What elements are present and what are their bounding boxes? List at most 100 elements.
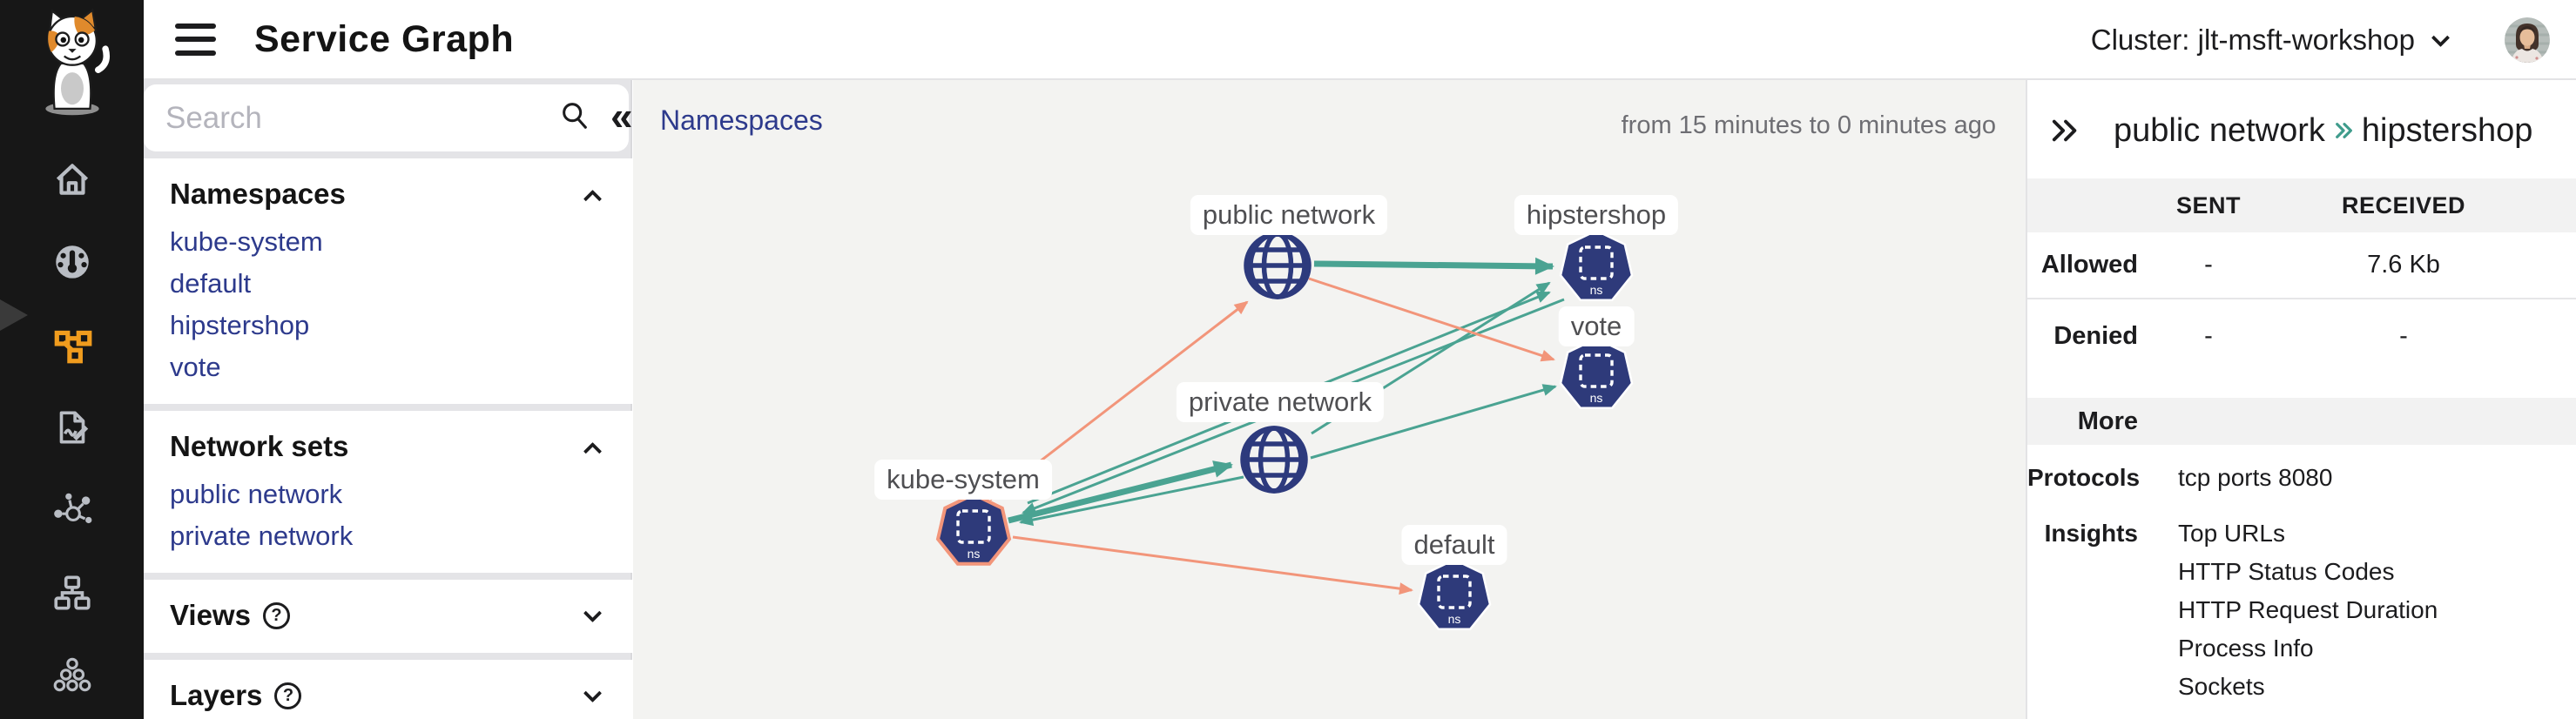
section-title: Network sets: [170, 430, 349, 462]
edge-private-network-to-vote[interactable]: [1310, 384, 1557, 460]
search-icon[interactable]: [558, 99, 591, 137]
breadcrumb: public network hipstershop: [2051, 111, 2576, 150]
row-label: Denied: [2053, 322, 2138, 350]
node-label-hipstershop[interactable]: hipstershop: [1514, 195, 1679, 235]
svg-text:ns: ns: [1590, 391, 1603, 405]
row-label: Allowed: [2040, 251, 2138, 279]
table-row-allowed: Allowed - 7.6 Kb: [2027, 232, 2576, 299]
collapse-panel-icon[interactable]: «: [610, 92, 633, 138]
hamburger-menu-icon[interactable]: [175, 23, 216, 56]
namespace-node-hipstershop[interactable]: ns: [1553, 224, 1640, 311]
namespace-node-vote[interactable]: ns: [1553, 332, 1640, 419]
chevron-down-icon[interactable]: [583, 603, 603, 622]
traffic-table-header: SENT RECEIVED: [2027, 178, 2576, 232]
node-label-default[interactable]: default: [1401, 525, 1507, 565]
clusters-icon: [51, 654, 94, 702]
sidebar-item-default[interactable]: default: [170, 268, 252, 299]
home-icon: [51, 158, 94, 205]
section-title: Layers: [170, 679, 263, 711]
edge-public-network-to-vote[interactable]: [1308, 277, 1555, 362]
more-title: More: [2077, 407, 2138, 435]
section-title: Views: [170, 599, 251, 631]
insight-item-http-status-codes[interactable]: HTTP Status Codes: [2178, 558, 2395, 585]
section-title: Namespaces: [170, 178, 346, 210]
breadcrumb-separator-icon: [2334, 121, 2355, 140]
panel-card-layers: Layers?: [144, 660, 632, 719]
breadcrumb-target[interactable]: hipstershop: [2361, 111, 2533, 149]
node-label-vote[interactable]: vote: [1558, 306, 1635, 346]
sidebar-item-hipstershop[interactable]: hipstershop: [170, 310, 310, 340]
protocols-value: tcp ports 8080: [2178, 464, 2333, 491]
allowed-sent-value: -: [2204, 251, 2213, 279]
breadcrumb-source[interactable]: public network: [2114, 111, 2325, 149]
namespace-node-default[interactable]: ns: [1411, 553, 1498, 640]
network-node-private-network[interactable]: [1231, 416, 1318, 503]
edge-public-network-to-hipstershop[interactable]: [1313, 257, 1554, 275]
namespace-node-kube-system[interactable]: ns: [930, 487, 1017, 575]
sidebar-item-private-network[interactable]: private network: [170, 521, 354, 551]
section-header-views[interactable]: Views?: [144, 592, 632, 637]
chevron-down-icon[interactable]: [2431, 28, 2451, 47]
chevron-up-icon[interactable]: [583, 189, 603, 208]
search-input[interactable]: [144, 100, 558, 136]
calico-cat-logo: [0, 5, 144, 118]
allowed-received-value: 7.6 Kb: [2367, 251, 2440, 279]
insight-item-http-request-duration[interactable]: HTTP Request Duration: [2178, 596, 2438, 623]
hierarchy-icon: [51, 571, 94, 619]
help-icon[interactable]: ?: [262, 601, 290, 629]
top-header: Service Graph Cluster: jlt-msft-workshop: [144, 0, 2576, 80]
node-label-public-network[interactable]: public network: [1190, 195, 1388, 235]
nav-item-hierarchy[interactable]: [0, 568, 144, 621]
insight-item-process-info[interactable]: Process Info: [2178, 635, 2314, 662]
traffic-table: SENT RECEIVED Allowed - 7.6 Kb Denied - …: [2027, 178, 2576, 373]
svg-text:ns: ns: [968, 547, 981, 561]
nav-item-network[interactable]: [0, 486, 144, 538]
section-header-namespaces[interactable]: Namespaces: [144, 171, 632, 216]
edge-kube-system-to-private-network[interactable]: [1008, 460, 1233, 524]
sidebar-item-public-network[interactable]: public network: [170, 479, 343, 509]
page-title: Service Graph: [254, 17, 515, 60]
panel-sections: Namespaces kube-system default hipstershop v…: [144, 158, 632, 719]
chevron-down-icon[interactable]: [583, 683, 603, 702]
insight-item-sockets[interactable]: Sockets: [2178, 673, 2265, 700]
graph-canvas[interactable]: Namespaces from 15 minutes to 0 minutes …: [633, 80, 2026, 719]
protocols-label: Protocols: [2027, 464, 2141, 491]
column-header-received: RECEIVED: [2341, 192, 2466, 218]
network-node-public-network[interactable]: [1234, 222, 1321, 309]
denied-received-value: -: [2399, 322, 2408, 350]
protocols-row: Protocols tcp ports 8080: [2027, 459, 2576, 497]
expand-panel-icon[interactable]: [2051, 118, 2080, 144]
view-label: Namespaces: [660, 104, 823, 136]
panel-card-namespaces: Namespaces kube-system default hipstershop v…: [144, 158, 632, 404]
network-molecule-icon: [51, 488, 94, 536]
insight-item-top-urls[interactable]: Top URLs: [2178, 520, 2285, 547]
table-row-denied: Denied - -: [2027, 299, 2576, 373]
edge-kube-system-to-default[interactable]: [1012, 535, 1413, 595]
user-avatar[interactable]: [2505, 17, 2550, 63]
nav-item-service-graph[interactable]: [0, 320, 144, 373]
active-item-fold-marker: [0, 299, 28, 331]
nav-item-reports[interactable]: [0, 403, 144, 455]
nav-rail: [0, 0, 144, 719]
edge-private-network-to-kube-system[interactable]: [1019, 475, 1244, 527]
details-panel: public network hipstershop SENT RECEIVED…: [2026, 80, 2576, 719]
section-header-network-sets[interactable]: Network sets: [144, 423, 632, 468]
denied-sent-value: -: [2204, 322, 2213, 350]
help-icon[interactable]: ?: [274, 682, 302, 709]
nav-item-clusters[interactable]: [0, 651, 144, 703]
nav-item-dashboard[interactable]: [0, 238, 144, 290]
node-label-kube-system[interactable]: kube-system: [874, 460, 1052, 500]
more-section-header: More: [2027, 398, 2576, 445]
reports-icon: [51, 406, 94, 454]
nav-item-home[interactable]: [0, 155, 144, 207]
cluster-selector[interactable]: Cluster: jlt-msft-workshop: [2090, 24, 2415, 56]
insights-label: Insights: [2044, 520, 2138, 547]
sidebar-item-vote[interactable]: vote: [170, 352, 221, 382]
node-label-private-network[interactable]: private network: [1176, 382, 1385, 422]
chevron-up-icon[interactable]: [583, 441, 603, 460]
panel-card-views: Views?: [144, 580, 632, 653]
section-header-layers[interactable]: Layers?: [144, 672, 632, 717]
sidebar-item-kube-system[interactable]: kube-system: [170, 226, 323, 257]
